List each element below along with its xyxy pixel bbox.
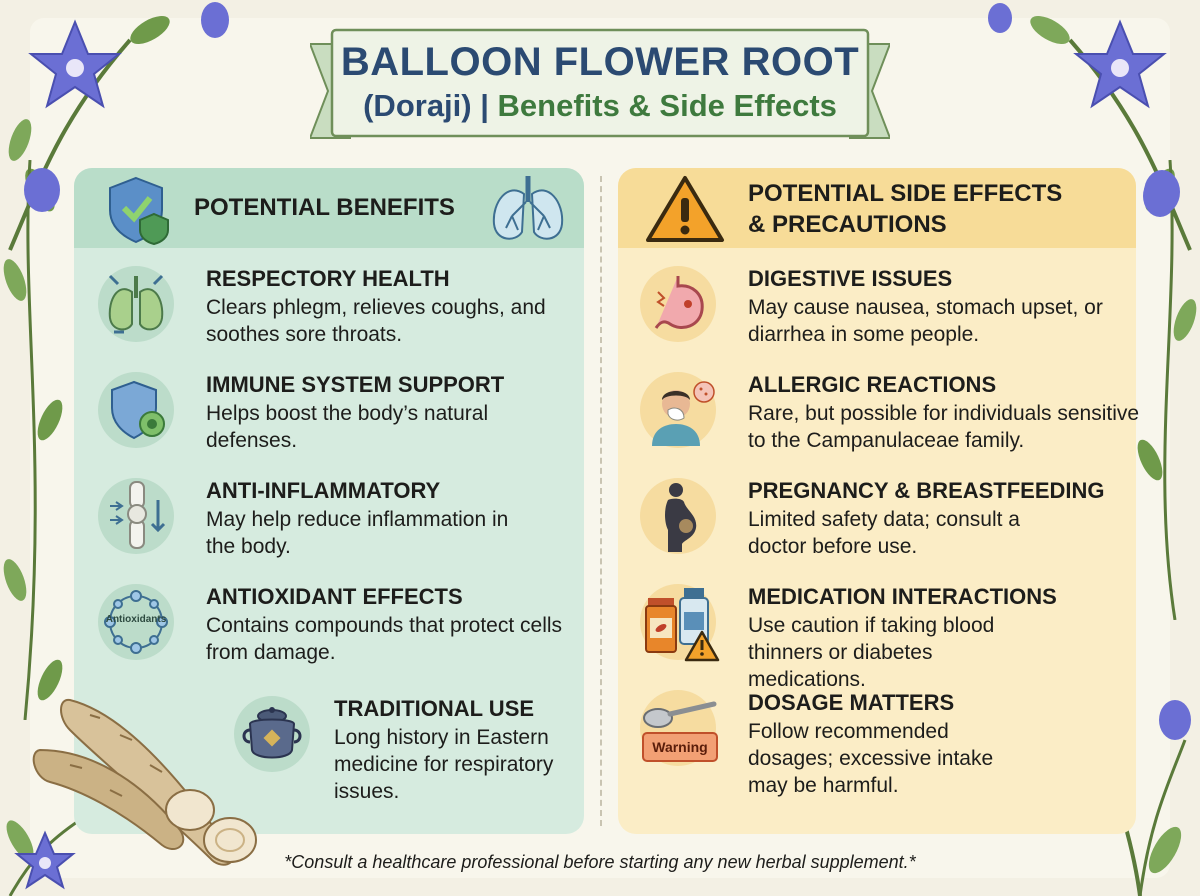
balloon-flower-decoration-right-side	[1137, 160, 1197, 620]
benefit-title: RESPECTORY HEALTH	[206, 266, 450, 291]
side-effect-item: ALLERGIC REACTIONS Rare, but possible fo…	[640, 364, 1150, 474]
subtitle-topic: Benefits & Side Effects	[497, 88, 837, 123]
side-effect-description: Limited safety data; consult a doctor be…	[748, 508, 1020, 558]
benefit-description: Contains compounds that protect cells fr…	[206, 614, 563, 664]
benefit-description: Helps boost the body’s natural defenses.	[206, 402, 489, 452]
benefits-header: POTENTIAL BENEFITS	[74, 168, 584, 248]
side-effect-description: Use caution if taking blood thinners or …	[748, 614, 995, 691]
side-effect-title: MEDICATION INTERACTIONS	[748, 584, 1057, 609]
side-effect-title: DOSAGE MATTERS	[748, 690, 955, 715]
side-effects-heading-line1: POTENTIAL SIDE EFFECTS	[748, 180, 1063, 207]
benefit-title: IMMUNE SYSTEM SUPPORT	[206, 372, 505, 397]
ribbon-banner-shape	[310, 28, 890, 139]
shield-check-icon	[109, 176, 169, 246]
subtitle-separator: |	[471, 88, 498, 123]
balloon-flower-decoration-left-side	[3, 160, 63, 720]
benefit-description: May help reduce inflammation in the body…	[206, 508, 509, 558]
benefit-description: Clears phlegm, relieves coughs, and soot…	[206, 296, 546, 346]
benefit-title: TRADITIONAL USE	[334, 696, 535, 721]
page-title: BALLOON FLOWER ROOT	[340, 40, 860, 84]
balloon-flower-root-illustration	[32, 698, 257, 866]
molecule-icon	[104, 590, 168, 654]
sneezing-person-icon	[652, 381, 715, 446]
subtitle-korean-name: (Doraji)	[363, 88, 472, 123]
pregnant-silhouette-icon	[665, 483, 697, 552]
side-effect-item: MEDICATION INTERACTIONS Use caution if t…	[640, 576, 1130, 691]
warning-triangle-icon	[646, 176, 724, 242]
side-effect-item: PREGNANCY & BREASTFEEDING Limited safety…	[640, 470, 1140, 580]
side-effect-title: PREGNANCY & BREASTFEEDING	[748, 478, 1105, 503]
medication-bottles-icon	[645, 588, 720, 662]
benefit-item: Antioxidants ANTIOXIDANT EFFECTS Contain…	[98, 576, 578, 686]
benefit-item: ANTI-INFLAMMATORY May help reduce inflam…	[98, 470, 578, 580]
side-effect-description: Follow recommended dosages; excessive in…	[748, 720, 994, 797]
side-effect-title: ALLERGIC REACTIONS	[748, 372, 997, 397]
title-banner: BALLOON FLOWER ROOT (Doraji) | Benefits …	[310, 26, 890, 144]
shield-cell-icon	[111, 380, 165, 440]
benefit-item: RESPECTORY HEALTH Clears phlegm, relieve…	[98, 258, 578, 368]
side-effect-item: DIGESTIVE ISSUES May cause nausea, stoma…	[640, 258, 1130, 368]
side-effect-description: May cause nausea, stomach upset, or diar…	[748, 296, 1103, 346]
side-effects-heading: POTENTIAL SIDE EFFECTS & PRECAUTIONS	[748, 178, 1062, 240]
benefit-description: Long history in Eastern medicine for res…	[334, 726, 554, 803]
benefit-item: IMMUNE SYSTEM SUPPORT Helps boost the bo…	[98, 364, 578, 474]
herbal-pot-icon	[242, 707, 302, 759]
warning-label-badge: Warning	[642, 732, 718, 762]
lungs-icon	[492, 176, 564, 240]
disclaimer-footer: *Consult a healthcare professional befor…	[284, 852, 916, 872]
side-effect-item: Warning DOSAGE MATTERS Follow recommende…	[640, 682, 1130, 812]
benefits-panel: POTENTIAL BENEFITS RESPECTORY HEALTH Cle…	[74, 168, 584, 834]
balloon-flower-decoration-bottom-left	[6, 818, 81, 896]
side-effects-panel: POTENTIAL SIDE EFFECTS & PRECAUTIONS DIG…	[618, 168, 1139, 834]
panel-divider	[600, 176, 602, 826]
benefit-title: ANTI-INFLAMMATORY	[206, 478, 441, 503]
side-effects-heading-line2: & PRECAUTIONS	[748, 211, 947, 238]
side-effect-title: DIGESTIVE ISSUES	[748, 266, 953, 291]
page-subtitle: (Doraji) | Benefits & Side Effects	[310, 88, 890, 124]
spoon-icon	[643, 701, 717, 728]
side-effect-description: Rare, but possible for individuals sensi…	[748, 402, 1140, 452]
benefit-item: TRADITIONAL USE Long history in Eastern …	[234, 688, 574, 828]
side-effects-header: POTENTIAL SIDE EFFECTS & PRECAUTIONS	[618, 168, 1136, 248]
antioxidants-icon-label: Antioxidants	[105, 614, 167, 625]
stomach-icon	[654, 276, 704, 329]
benefits-heading: POTENTIAL BENEFITS	[194, 194, 455, 221]
joint-icon	[110, 481, 166, 549]
benefit-title: ANTIOXIDANT EFFECTS	[206, 584, 463, 609]
lungs-icon	[108, 274, 164, 334]
